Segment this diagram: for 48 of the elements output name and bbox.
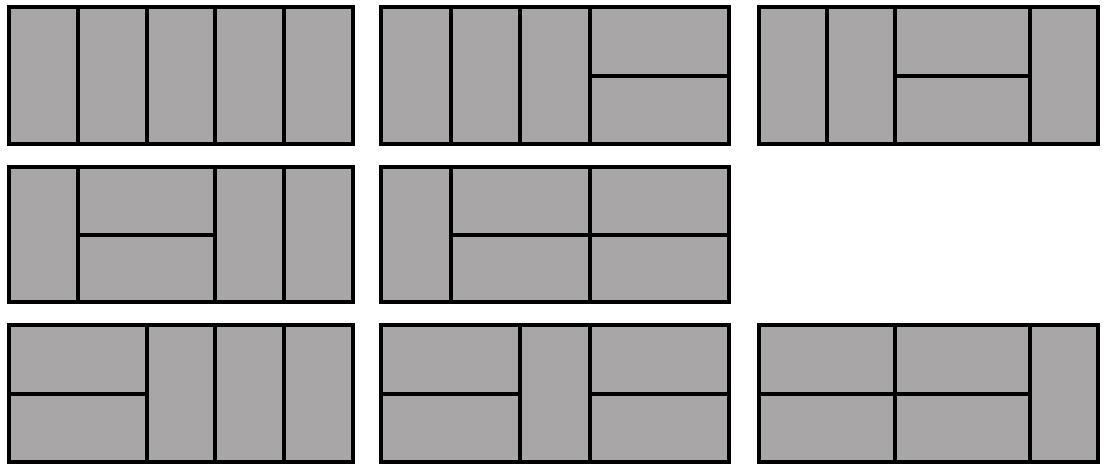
domino-tile: [828, 9, 893, 142]
domino-tile: [79, 9, 145, 142]
domino-tile: [286, 9, 351, 142]
domino-tile: [79, 236, 214, 300]
domino-tile: [591, 395, 727, 460]
domino-tile: [452, 169, 588, 233]
domino-tile: [591, 9, 727, 74]
domino-tile: [761, 327, 893, 392]
domino-board: [7, 5, 355, 146]
domino-board: [7, 323, 355, 464]
domino-tile: [11, 327, 145, 392]
domino-tile: [217, 327, 283, 460]
domino-tile: [11, 395, 145, 460]
domino-board: [7, 165, 355, 304]
domino-tile: [591, 77, 727, 142]
domino-tile: [286, 327, 351, 460]
domino-tile: [896, 9, 1029, 74]
domino-tile: [896, 327, 1029, 392]
domino-tile: [452, 9, 519, 142]
domino-tile: [286, 169, 351, 300]
domino-tile: [148, 327, 214, 460]
domino-tile: [383, 327, 519, 392]
domino-tile: [522, 9, 588, 142]
domino-board: [757, 5, 1100, 146]
domino-tile: [896, 77, 1029, 142]
domino-tile: [1032, 9, 1096, 142]
domino-tile: [383, 395, 519, 460]
domino-tile: [761, 9, 825, 142]
domino-tile: [217, 9, 283, 142]
domino-tile: [452, 236, 588, 300]
domino-tile: [591, 327, 727, 392]
domino-tile: [522, 327, 588, 460]
domino-tile: [11, 9, 76, 142]
domino-tile: [591, 169, 727, 233]
domino-tile: [1032, 327, 1096, 460]
domino-tile: [383, 169, 449, 300]
domino-board: [757, 323, 1100, 464]
domino-board: [379, 323, 731, 464]
domino-tile: [79, 169, 214, 233]
domino-tile: [896, 395, 1029, 460]
domino-tile: [591, 236, 727, 300]
domino-tile: [383, 9, 449, 142]
domino-board: [379, 5, 731, 146]
domino-tile: [761, 395, 893, 460]
domino-tile: [148, 9, 214, 142]
domino-board: [379, 165, 731, 304]
domino-tile: [217, 169, 283, 300]
domino-tile: [11, 169, 76, 300]
